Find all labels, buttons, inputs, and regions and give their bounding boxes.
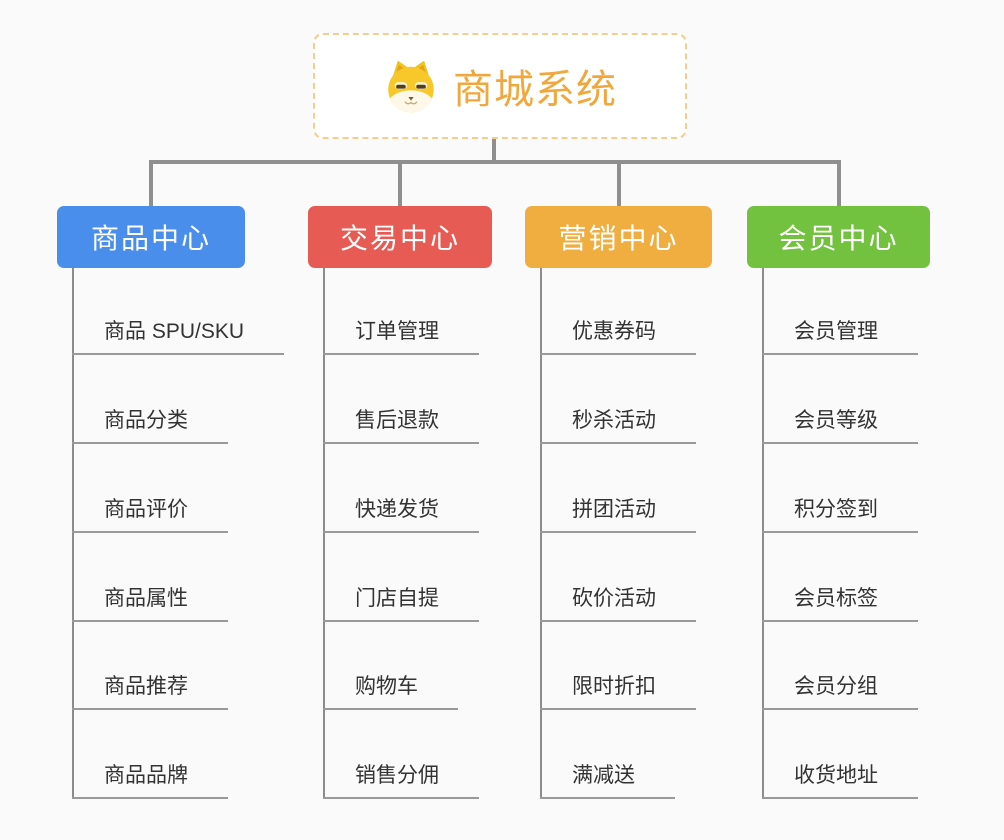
branch-rail-connector xyxy=(540,268,542,799)
leaf-node[interactable]: 门店自提 xyxy=(323,582,479,622)
leaf-node[interactable]: 商品 SPU/SKU xyxy=(72,315,285,355)
leaf-node[interactable]: 商品品牌 xyxy=(72,759,228,799)
branch-rail-connector xyxy=(762,268,764,799)
leaf-node[interactable]: 满减送 xyxy=(540,759,675,799)
leaf-node[interactable]: 积分签到 xyxy=(762,493,918,533)
leaf-node[interactable]: 拼团活动 xyxy=(540,493,696,533)
branch-node[interactable]: 交易中心 xyxy=(308,206,492,268)
leaf-node[interactable]: 会员等级 xyxy=(762,404,918,444)
shiba-dog-icon xyxy=(383,58,439,114)
root-title: 商城系统 xyxy=(453,68,617,112)
branch-label: 商品中心 xyxy=(90,223,211,254)
leaf-node[interactable]: 订单管理 xyxy=(323,315,479,355)
leaf-node[interactable]: 秒杀活动 xyxy=(540,404,696,444)
branch-rail-connector xyxy=(323,268,325,799)
branch-rail-connector xyxy=(72,268,74,799)
bus-connector xyxy=(149,160,841,164)
branch-node[interactable]: 会员中心 xyxy=(747,206,930,268)
branch-node[interactable]: 商品中心 xyxy=(57,206,245,268)
leaf-node[interactable]: 商品评价 xyxy=(72,493,228,533)
leaf-node[interactable]: 会员分组 xyxy=(762,670,918,710)
leaf-node[interactable]: 砍价活动 xyxy=(540,582,696,622)
leaf-node[interactable]: 购物车 xyxy=(323,670,458,710)
leaf-node[interactable]: 快递发货 xyxy=(323,493,479,533)
leaf-node[interactable]: 优惠券码 xyxy=(540,315,696,355)
leaf-node[interactable]: 商品推荐 xyxy=(72,670,228,710)
leaf-node[interactable]: 商品分类 xyxy=(72,404,228,444)
leaf-node[interactable]: 限时折扣 xyxy=(540,670,696,710)
branch-drop-connector xyxy=(149,160,153,206)
leaf-node[interactable]: 售后退款 xyxy=(323,404,479,444)
branch-drop-connector xyxy=(836,160,841,206)
root-node[interactable]: 商城系统 xyxy=(313,33,687,139)
branch-label: 会员中心 xyxy=(778,223,899,254)
leaf-node[interactable]: 收货地址 xyxy=(762,759,918,799)
leaf-node[interactable]: 会员管理 xyxy=(762,315,918,355)
root-stub-connector xyxy=(492,139,496,164)
branch-drop-connector xyxy=(616,160,621,206)
branch-drop-connector xyxy=(398,160,402,206)
branch-node[interactable]: 营销中心 xyxy=(525,206,712,268)
leaf-node[interactable]: 销售分佣 xyxy=(323,759,479,799)
branch-label: 交易中心 xyxy=(339,223,460,254)
branch-label: 营销中心 xyxy=(558,223,679,254)
leaf-node[interactable]: 会员标签 xyxy=(762,582,918,622)
leaf-node[interactable]: 商品属性 xyxy=(72,582,228,622)
